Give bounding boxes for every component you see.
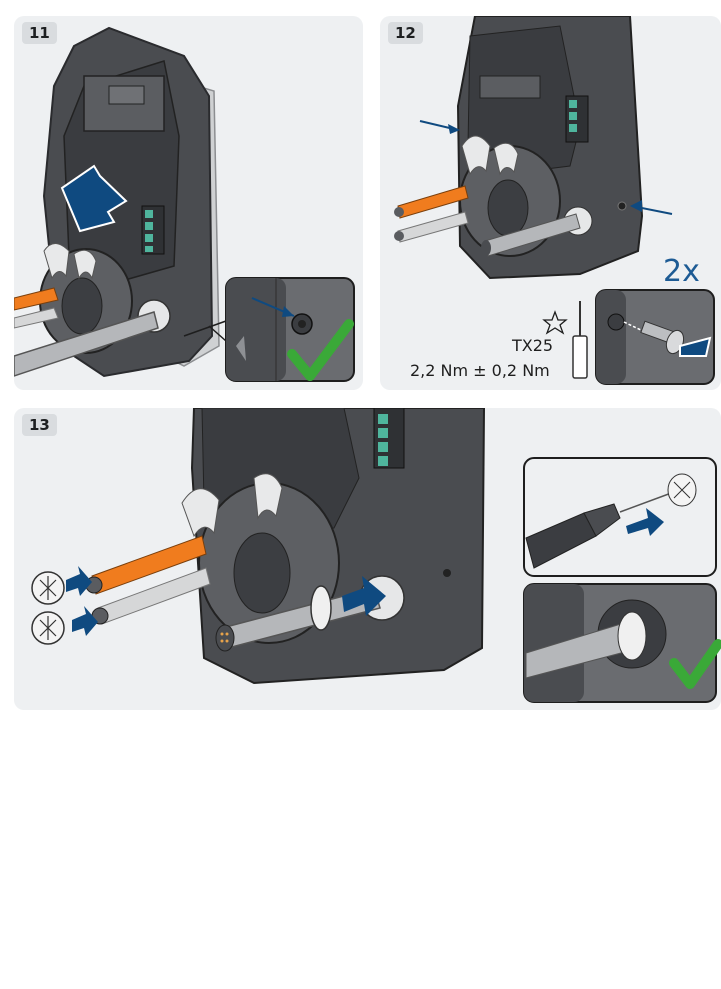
- step-12-illustration: [394, 16, 715, 385]
- cable-orange: [14, 287, 59, 311]
- step-12-inset: [595, 289, 715, 385]
- step-11-badge: 11: [22, 22, 57, 44]
- cable-plug-icon: [215, 624, 235, 652]
- step-11-panel: 11: [14, 16, 363, 390]
- step-12-badge: 12: [388, 22, 423, 44]
- step-13-inset-bottom: [523, 583, 717, 703]
- step-12-panel: 12: [380, 16, 721, 390]
- checkmark-icon: [287, 319, 354, 381]
- cable-gray: [14, 311, 159, 377]
- step-13-inset-top: [523, 457, 717, 577]
- cable-light: [14, 307, 59, 329]
- pointer-arrow-icon: [419, 120, 673, 215]
- step-13-badge: 13: [22, 414, 57, 436]
- torx-star-icon: [542, 310, 568, 335]
- push-arrow-icon: [60, 164, 128, 233]
- checkmark-icon: [669, 639, 721, 689]
- step-13-illustration: [31, 408, 721, 703]
- step-11-illustration: [14, 26, 355, 382]
- tool-size: TX25: [512, 336, 554, 355]
- screwdriver-icon: [572, 301, 588, 379]
- blank-plug-icon: [31, 571, 65, 645]
- torque-spec: 2,2 Nm ± 0,2 Nm: [410, 361, 550, 380]
- repeat-count: 2x: [663, 254, 700, 289]
- push-arrow-icon: [66, 566, 386, 636]
- step-11-inset: [225, 277, 355, 382]
- step-13-panel: 13: [14, 408, 721, 710]
